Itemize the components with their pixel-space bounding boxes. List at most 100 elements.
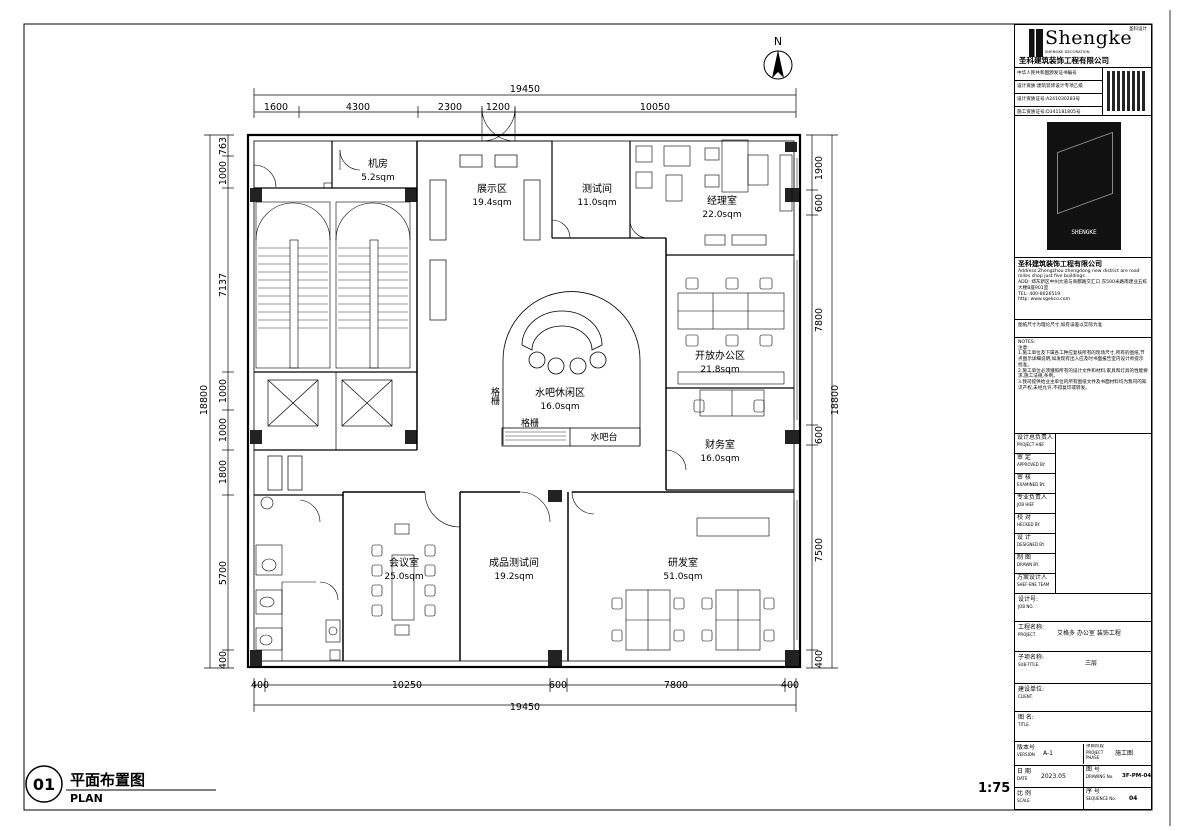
- drawing-title-cn: 平面布置图: [70, 771, 145, 789]
- room-area-rd: 51.0sqm: [663, 572, 702, 582]
- cert-line-2: 设计资质:建筑装饰设计专项乙级: [1015, 81, 1102, 94]
- version-value: A-1: [1043, 750, 1053, 757]
- dim-top-1: 1600: [264, 102, 288, 113]
- cert-line-4: 施工资质证号:D341181805号: [1017, 110, 1081, 115]
- room-area-server: 5.2sqm: [361, 173, 394, 183]
- dim-top-2: 4300: [346, 102, 370, 113]
- address-en: Address:Zhengzhou zhengdong new district…: [1018, 268, 1140, 280]
- dim-right-overall: 18800: [830, 385, 841, 415]
- grille-label: 格栅: [521, 417, 539, 429]
- room-name-product-test: 成品测试间: [489, 556, 539, 569]
- dim-bottom-1: 400: [251, 680, 269, 691]
- date-value: 2023.05: [1041, 773, 1066, 780]
- dim-top-3: 2300: [438, 102, 462, 113]
- dim-left-7: 5700: [218, 561, 229, 585]
- water-bar: [501, 291, 641, 447]
- dim-left-8: 400: [218, 651, 229, 669]
- dimensions-left: [204, 134, 234, 669]
- dim-right-4: 600: [814, 426, 825, 444]
- cert-line-3: 设计资质证号:A241030283号: [1015, 94, 1102, 107]
- room-name-manager: 经理室: [707, 194, 737, 207]
- company-logo: Shengke 圣科设计 SHENGKE DECORATION 圣科建筑装饰工程…: [1015, 25, 1151, 67]
- project-value: 艾格多 办公室 装饰工程: [1057, 630, 1121, 637]
- floor-plan: [246, 107, 802, 669]
- north-arrow-icon: N: [763, 35, 793, 80]
- room-area-finance: 16.0sqm: [700, 454, 739, 464]
- tel: TEL: 400-8026519: [1018, 291, 1061, 297]
- room-name-open-office: 开放办公区: [695, 349, 745, 362]
- date-row: 日 期 DATE 2023.05 图 号 DRAWING No. 3F-PM-0…: [1015, 765, 1152, 788]
- dim-bottom-2: 10250: [392, 680, 422, 691]
- room-area-exhibition: 19.4sqm: [472, 198, 511, 208]
- dim-right-1: 1900: [814, 156, 825, 180]
- note-1: 1.施工单位及下属各工种应复核所有的现场尺寸,所有的图纸,节点图示详细说明,如发…: [1018, 351, 1145, 368]
- workstations: [677, 277, 785, 385]
- room-area-lounge: 16.0sqm: [540, 402, 579, 412]
- cert-block: 中华人民共和国颁发证书编号 设计资质:建筑装饰设计专项乙级 设计资质证号:A24…: [1015, 67, 1151, 116]
- dim-top-overall: 19450: [510, 84, 540, 95]
- room-area-test: 11.0sqm: [577, 198, 616, 208]
- drawing-number: 01: [33, 775, 55, 794]
- dim-right-5: 7500: [814, 538, 825, 562]
- columns: [250, 142, 799, 666]
- outer-wall: [246, 133, 802, 669]
- room-area-meeting: 25.0sqm: [384, 572, 423, 582]
- room-name-rd: 研发室: [668, 556, 698, 569]
- web: http: www.sgekco.com: [1018, 297, 1071, 303]
- room-area-product-test: 19.2sqm: [494, 572, 533, 582]
- side-logo-icon: SHENGKE: [1047, 122, 1121, 250]
- room-area-manager: 22.0sqm: [702, 210, 741, 220]
- design-no: 设计号: JOB NO.: [1015, 593, 1151, 621]
- drawing-no-value: 3F-PM-04: [1122, 773, 1152, 779]
- dim-bottom-5: 400: [781, 680, 799, 691]
- display-cabinets: [429, 154, 541, 321]
- title-block: Shengke 圣科设计 SHENGKE DECORATION 圣科建筑装饰工程…: [1014, 24, 1152, 810]
- room-name-test: 测试间: [582, 182, 612, 195]
- elevator-icon: [267, 372, 393, 450]
- drawing-scale: 1:75: [978, 781, 1010, 796]
- company-info: 圣科建筑装饰工程有限公司 Address:Zhengzhou zhengdong…: [1015, 257, 1151, 319]
- address-cn: ADD: 郑东新区中州大道与商都路交汇口 东500米路南建业五栋大楼B座901室: [1018, 280, 1148, 291]
- room-name-finance: 财务室: [705, 438, 735, 451]
- dim-top-5: 10050: [640, 102, 670, 113]
- room-name-server: 机房: [368, 157, 388, 170]
- room-area-open-office: 21.8sqm: [700, 365, 739, 375]
- dimensions-right: [806, 134, 838, 669]
- logo-top-right: 圣科设计: [1129, 27, 1147, 32]
- sequence-value: 04: [1129, 795, 1138, 802]
- notes-heading-cn: 注意:: [1018, 345, 1029, 351]
- side-logo-block: SHENGKE: [1015, 115, 1151, 257]
- dim-bottom-4: 7800: [664, 680, 688, 691]
- meeting-table: [371, 523, 436, 636]
- title-field: 图 名: TITLE.: [1015, 711, 1151, 741]
- note-2: 2.施工单位必须遵照所有的设计文件和材料,家具和灯具的性能要求,施工法规,条例。: [1018, 368, 1148, 380]
- cert-line-1: 中华人民共和国颁发证书编号: [1015, 68, 1102, 81]
- dim-left-2: 1000: [218, 161, 229, 185]
- logo-text: Shengke: [1045, 27, 1133, 49]
- project-name: 工程名称: PROJECT. 艾格多 办公室 装饰工程: [1015, 621, 1151, 651]
- notes-heading: NOTES:: [1018, 340, 1036, 345]
- qr-code-icon: [1107, 71, 1147, 111]
- dim-left-1: 763: [218, 137, 229, 155]
- side-logo-text: SHENGKE: [1071, 228, 1097, 236]
- sheet-border: [23, 23, 1153, 811]
- dim-top-4: 1200: [486, 102, 510, 113]
- dims-note: 图纸尺寸为理论尺寸,如有误差以实际为准: [1015, 319, 1151, 337]
- dimensions-bottom: [253, 678, 797, 712]
- dim-left-3: 7137: [218, 273, 229, 297]
- notes-block: NOTES: 注意: 1.施工单位及下属各工种应复核所有的现场尺寸,所有的图纸,…: [1015, 337, 1151, 433]
- rd-workstations: [611, 517, 775, 651]
- company-name-cn: 圣科建筑装饰工程有限公司: [1019, 56, 1109, 65]
- subtitle: 子项名称: SUB-TITLE. 三层: [1015, 651, 1151, 683]
- room-name-meeting: 会议室: [389, 556, 419, 569]
- dim-left-5: 1000: [218, 418, 229, 442]
- dim-left-4: 1000: [218, 379, 229, 403]
- stairwell: [255, 201, 411, 369]
